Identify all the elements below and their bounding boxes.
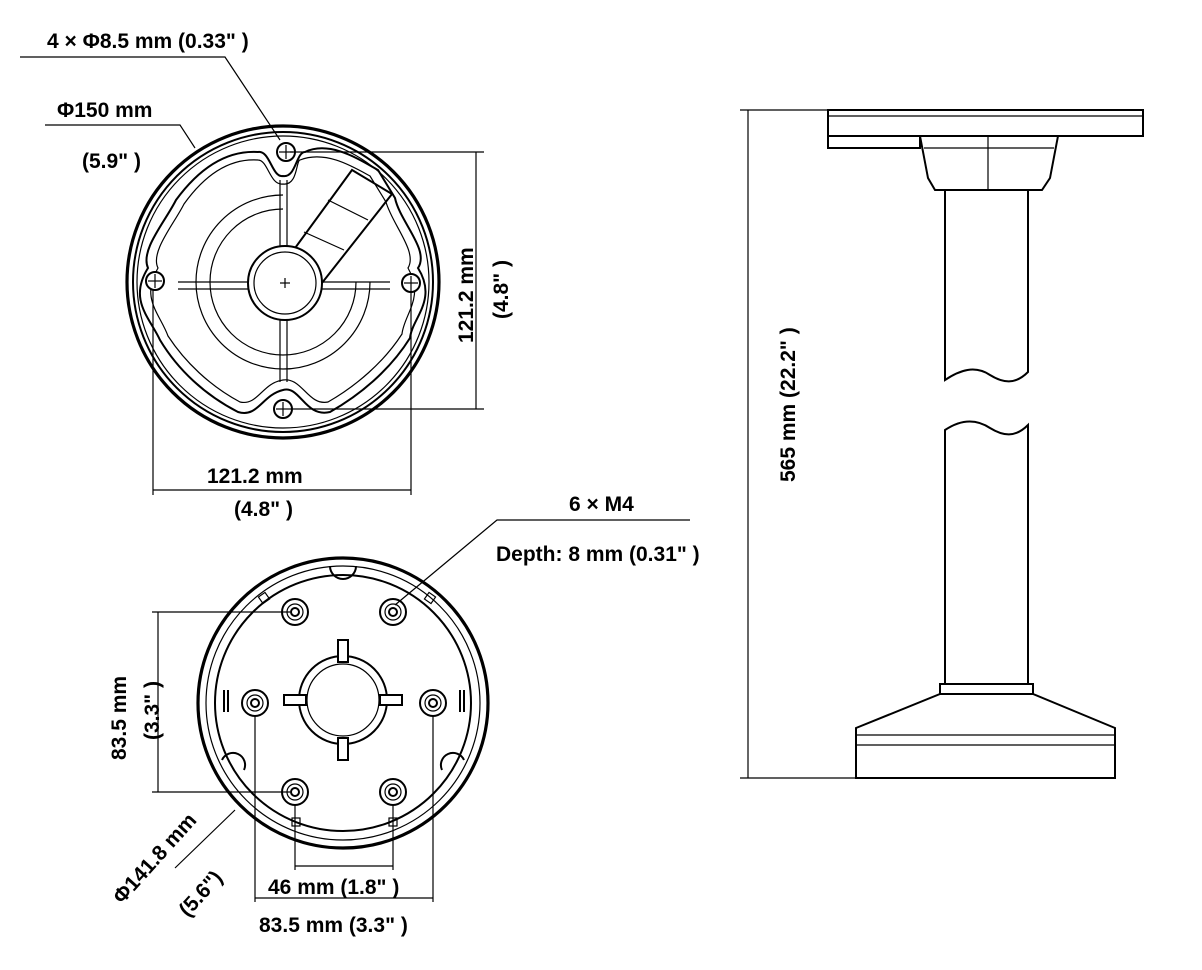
side-view: 565 mm (22.2" ) [740,109,1144,779]
screw-boss-2 [379,598,407,626]
top-view: 4 × Φ8.5 mm (0.33" ) Φ150 mm (5.9" ) 121… [20,30,513,521]
diameter-in-label: (5.9" ) [82,150,141,173]
vertical-mm-label: 121.2 mm [455,247,478,343]
bottom-view: 6 × M4 Depth: 8 mm (0.31" ) 83.5 mm (3.3… [108,493,700,937]
mount-hole-right [401,273,421,293]
diameter-mm-label: Φ150 mm [57,99,152,122]
outer-width-label: 83.5 mm (3.3" ) [259,914,408,937]
mount-hole-top [276,142,296,162]
vertical-in-label: (4.8" ) [490,260,513,319]
height-label: 565 mm (22.2" ) [777,327,800,482]
mount-hole-left [145,271,165,291]
depth-label: Depth: 8 mm (0.31" ) [496,543,700,566]
inner-width-label: 46 mm (1.8" ) [268,876,399,899]
bottom-diameter-in-label: (5.6") [175,866,228,921]
screws-label: 6 × M4 [569,493,634,516]
screw-boss-4 [419,689,447,717]
bottom-vertical-mm-label: 83.5 mm [108,676,131,760]
horizontal-mm-label: 121.2 mm [207,465,303,488]
bottom-vertical-in-label: (3.3" ) [141,681,164,740]
holes-label: 4 × Φ8.5 mm (0.33" ) [47,30,249,53]
screw-boss-6 [379,778,407,806]
mount-hole-bottom [273,399,293,419]
screw-boss-3 [241,689,269,717]
horizontal-in-label: (4.8" ) [234,498,293,521]
